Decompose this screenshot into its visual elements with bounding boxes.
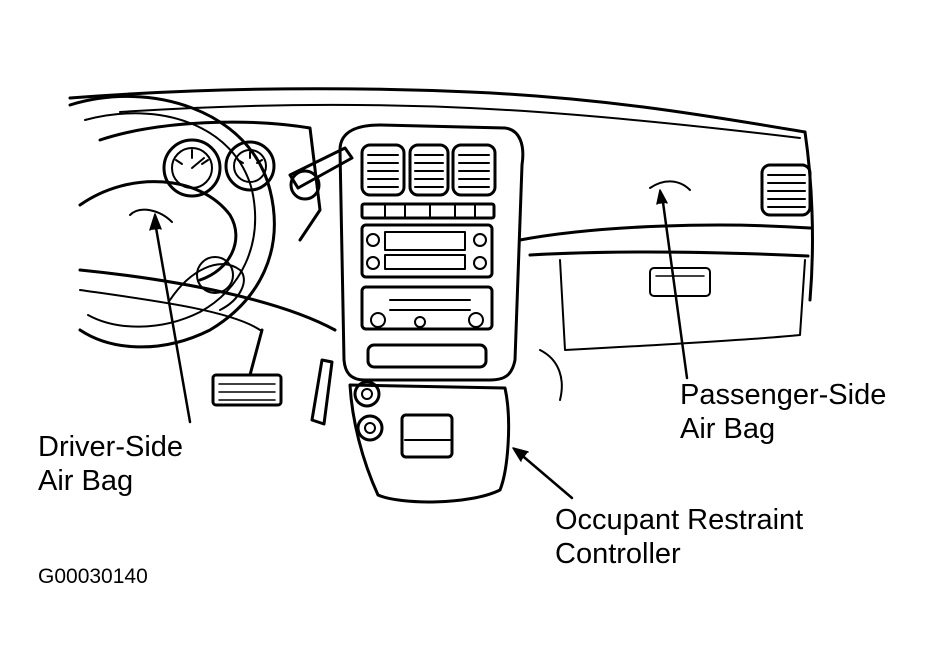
accelerator-pedal — [310, 358, 334, 426]
passenger-airbag-seam — [649, 180, 691, 191]
hazard-switch-row — [360, 202, 496, 220]
glovebox-outline — [559, 259, 806, 351]
brake-pedal — [211, 328, 283, 407]
lower-console — [348, 383, 511, 504]
restraint-controller-label: Occupant Restraint Controller — [555, 503, 803, 571]
dashboard-top-edge — [68, 87, 807, 134]
leader-line-driver-airbag — [149, 213, 192, 424]
side-air-vent — [760, 163, 812, 217]
steering-spoke — [169, 263, 245, 311]
passenger-dash-face — [518, 223, 812, 242]
dashboard-right-edge — [803, 130, 814, 302]
passenger-airbag-label-line2: Air Bag — [680, 413, 776, 445]
knee-bolster — [79, 289, 261, 331]
steering-wheel-rim — [68, 94, 276, 349]
lower-dash-left — [78, 268, 337, 332]
radio-unit — [360, 223, 494, 279]
dashboard-top-inner — [119, 103, 801, 139]
center-air-vents — [360, 143, 497, 197]
driver-airbag-seam — [129, 208, 173, 223]
driver-airbag-label-line2: Air Bag — [38, 465, 134, 497]
steering-wheel-rim-inner — [84, 112, 257, 328]
turn-signal-stalk — [288, 146, 354, 190]
passenger-airbag-label-line1: Passenger-Side — [680, 379, 887, 411]
driver-airbag-label-line1: Driver-Side — [38, 431, 184, 463]
driver-airbag-label: Driver-Side Air Bag — [38, 430, 183, 498]
console-bin — [400, 413, 454, 459]
figure-id: G00030140 — [38, 565, 148, 588]
leader-line-restraint-controller — [512, 447, 574, 500]
passenger-lower-trim — [539, 349, 563, 401]
leader-line-passenger-airbag — [656, 189, 689, 380]
power-outlets — [353, 380, 384, 442]
climate-control-panel — [360, 285, 494, 331]
passenger-airbag-label: Passenger-Side Air Bag — [680, 378, 886, 446]
ignition-switch — [289, 169, 321, 201]
restraint-controller-label-line1: Occupant Restraint — [555, 504, 804, 536]
center-stack-outline — [338, 123, 525, 382]
steering-column-emblem — [196, 256, 234, 294]
instrument-cluster-hood — [98, 120, 322, 242]
restraint-controller-label-line2: Controller — [555, 538, 681, 570]
storage-slot — [366, 343, 488, 369]
glovebox-handle — [649, 267, 711, 297]
